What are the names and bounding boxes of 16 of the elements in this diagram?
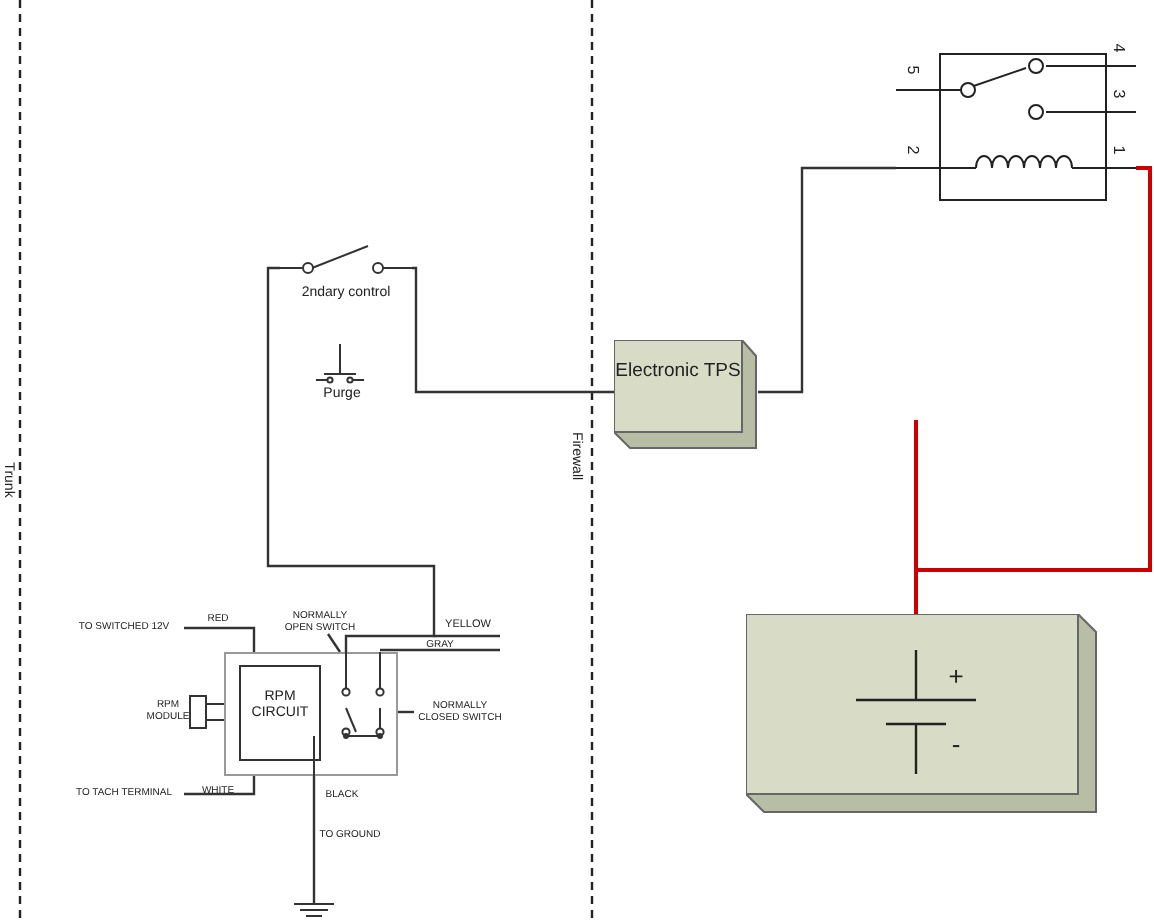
polarity-sign: -: [951, 731, 961, 757]
battery-box: [746, 614, 1098, 814]
wire: [412, 266, 614, 394]
wire: [266, 266, 436, 652]
pin-number: 2: [904, 145, 920, 155]
tps-module-box: [614, 340, 758, 450]
pin-number: 5: [904, 65, 920, 75]
module-label: Electronic TPS: [614, 360, 742, 383]
polarity-sign: +: [948, 663, 964, 689]
pin-number: 3: [1110, 89, 1126, 99]
wire: [758, 166, 896, 394]
leader-line: [327, 633, 341, 653]
wire: [914, 420, 918, 614]
pin-number: 1: [1110, 145, 1126, 155]
pin-number: 4: [1110, 43, 1126, 53]
rpm-switch-housing: [224, 652, 398, 776]
